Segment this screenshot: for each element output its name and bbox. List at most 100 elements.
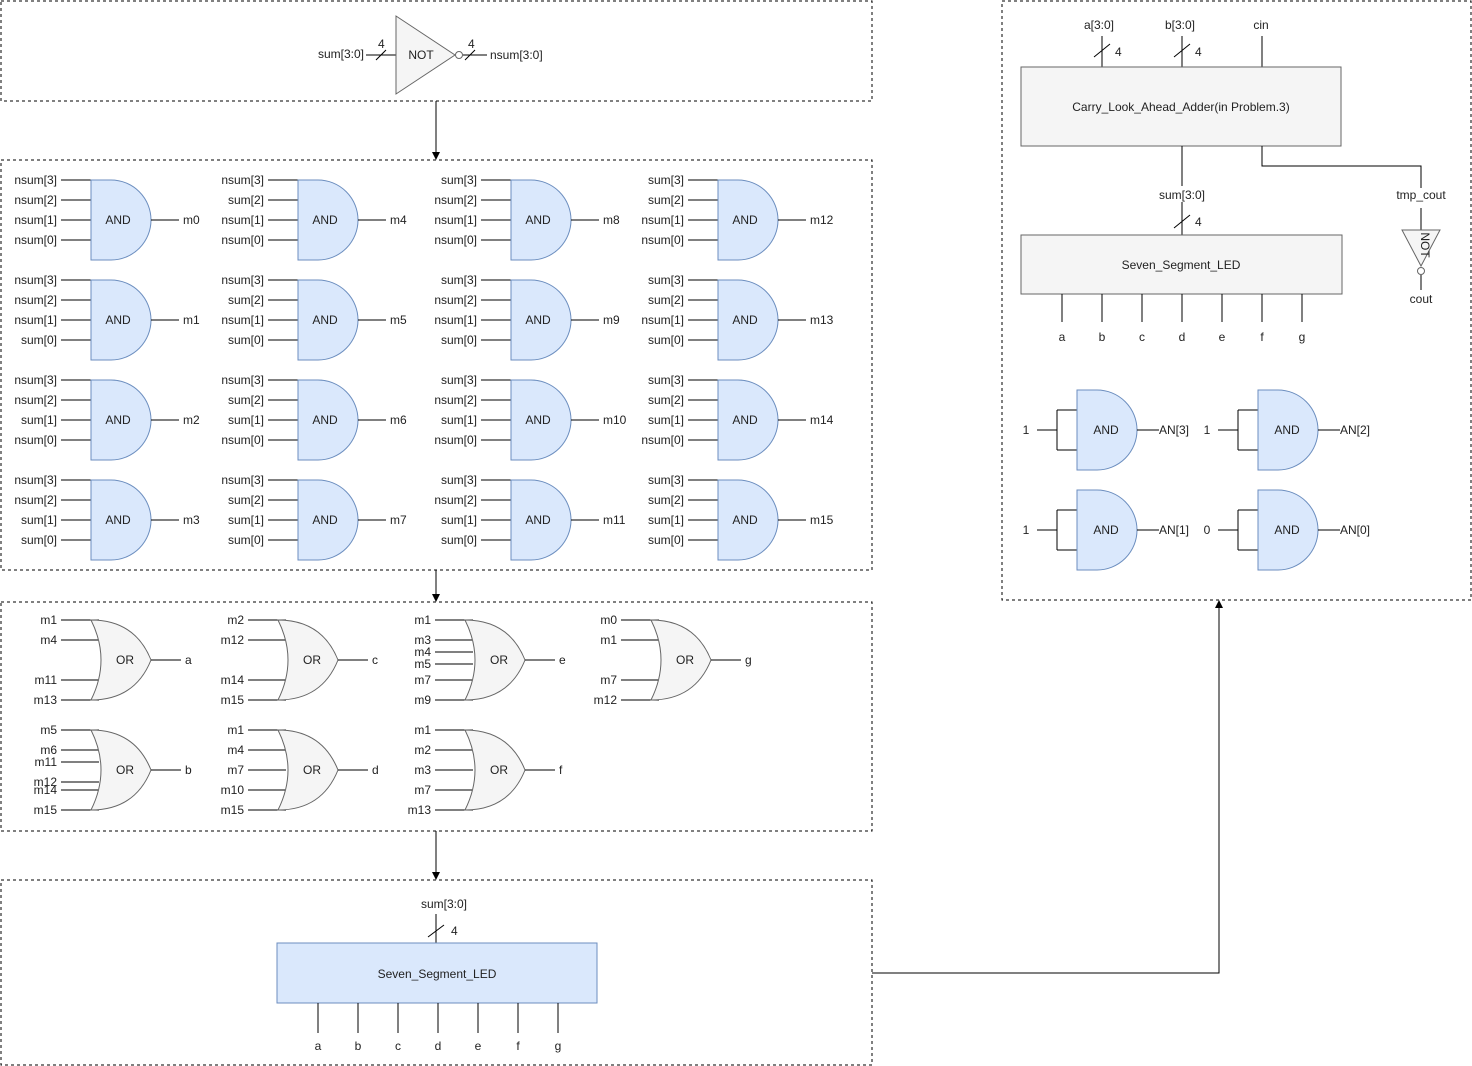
and-gate-label: AND [732,313,758,327]
and-output-label: m2 [183,413,200,427]
or-input-label: m4 [227,743,244,757]
and-input-label: sum[3] [441,273,477,287]
and-input-label: sum[2] [228,393,264,407]
and-input-label: nsum[2] [14,493,57,507]
and-input-label: sum[3] [648,273,684,287]
and-output-label: m1 [183,313,200,327]
and-input-label: nsum[1] [14,213,57,227]
or-input-label: m13 [408,803,432,817]
an-gate-label: AND [1093,523,1119,537]
not-output-label: nsum[3:0] [490,48,543,62]
and-output-label: m7 [390,513,407,527]
top-level-frame [1001,0,1472,601]
or-gate-label: OR [116,763,134,777]
and-gate-label: AND [732,213,758,227]
and-input-label: nsum[2] [434,293,477,307]
and-input-label: sum[1] [21,413,57,427]
an-gate-shape [1257,489,1319,571]
or-input-label: m1 [600,633,617,647]
and-input-label: sum[1] [648,513,684,527]
and-input-label: nsum[1] [434,313,477,327]
or-gate-shape [464,729,526,811]
seg-box [276,942,598,1004]
or-input-label: m15 [221,693,245,707]
and-gate-shape [717,279,779,361]
and-input-label: sum[0] [648,533,684,547]
and-output-label: m12 [810,213,834,227]
or-gate-shape [90,729,152,811]
and-gate-label: AND [525,313,551,327]
and-input-label: sum[3] [648,473,684,487]
seg-bus-slash [427,924,445,938]
an-output-label: AN[0] [1340,523,1370,537]
and-output-label: m5 [390,313,407,327]
bus-slash-out [464,49,476,61]
top-slash-b [1173,43,1191,58]
or-gate-shape [277,729,339,811]
and-gate-label: AND [312,213,338,227]
an-output-label: AN[3] [1159,423,1189,437]
and-gate-label: AND [312,513,338,527]
top-seg-output-label: g [1299,330,1306,344]
an-gate-label: AND [1093,423,1119,437]
an-output-label: AN[1] [1159,523,1189,537]
or-input-label: m7 [414,673,431,687]
and-gate-shape [297,179,359,261]
or-gate-label: OR [303,653,321,667]
and-gate-label: AND [105,513,131,527]
or-output-label: c [372,653,378,667]
and-input-label: nsum[1] [221,313,264,327]
or-input-label: m5 [414,657,431,671]
and-input-label: nsum[0] [14,233,57,247]
and-input-label: sum[2] [648,193,684,207]
and-input-label: nsum[2] [14,393,57,407]
and-input-label: nsum[0] [641,233,684,247]
an-gate-shape [1076,389,1138,471]
or-input-label: m12 [221,633,245,647]
and-gate-shape [297,479,359,561]
or-output-label: e [559,653,566,667]
and-gate-label: AND [312,413,338,427]
and-gate-label: AND [312,313,338,327]
or-gate-shape [650,619,712,701]
and-gate-shape [90,479,152,561]
top-seg-output-label: c [1139,330,1145,344]
seg-output-label: c [395,1039,401,1053]
or-input-label: m2 [227,613,244,627]
or-input-label: m2 [414,743,431,757]
and-output-label: m3 [183,513,200,527]
not-gate-shape [395,15,456,95]
and-input-label: sum[2] [648,293,684,307]
and-gate-shape [510,179,572,261]
seg-input-label: sum[3:0] [421,897,467,911]
and-input-label: sum[3] [648,173,684,187]
top-width-a: 4 [1115,45,1122,59]
and-input-label: nsum[1] [434,213,477,227]
top-seg-output-label: a [1059,330,1066,344]
and-input-label: sum[3] [441,173,477,187]
or-input-label: m1 [414,613,431,627]
top-seg-output-label: d [1179,330,1186,344]
or-input-label: m14 [221,673,245,687]
and-input-label: nsum[3] [14,173,57,187]
or-input-label: m14 [34,783,58,797]
seg-output-label: e [475,1039,482,1053]
and-input-label: sum[2] [648,393,684,407]
or-output-label: f [559,763,563,777]
and-input-label: sum[1] [441,513,477,527]
or-input-label: m10 [221,783,245,797]
and-input-label: sum[1] [21,513,57,527]
an-input-label: 1 [1023,523,1030,537]
and-input-label: sum[1] [441,413,477,427]
